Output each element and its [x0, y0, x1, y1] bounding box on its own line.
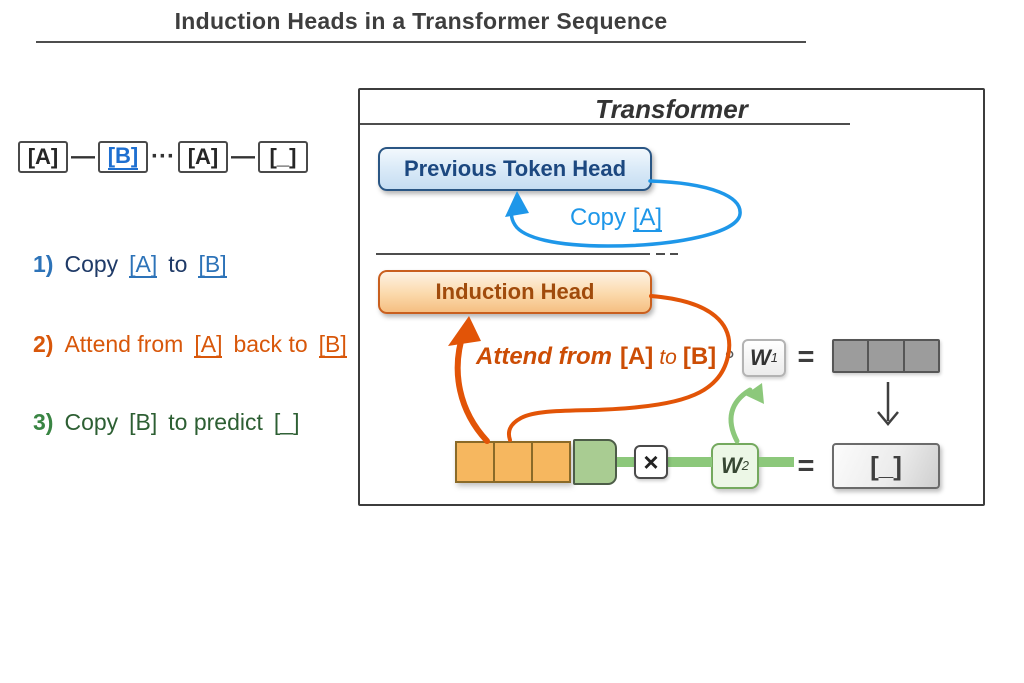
- step-token: [B]: [198, 251, 227, 279]
- token-separator-dash2: —: [230, 143, 255, 170]
- token-sequence: [A] — [B] ··· [A] — [_]: [18, 141, 308, 173]
- embedding-cell-orange: [531, 441, 571, 483]
- page-title: Induction Heads in a Transformer Sequenc…: [174, 8, 668, 34]
- induction-head-label: Induction Head: [435, 279, 595, 304]
- divider-dash: [670, 253, 678, 255]
- step-number: 1): [33, 251, 54, 277]
- transformer-title: Transformer: [595, 94, 748, 124]
- previous-token-head-box: Previous Token Head: [378, 147, 652, 191]
- multiply-connector: [759, 457, 794, 467]
- attend-token-b: [B]: [682, 343, 717, 370]
- step-number: 3): [33, 409, 54, 435]
- step-text: Attend from: [64, 331, 184, 357]
- step-text: to predict: [168, 409, 263, 435]
- multiply-connector: [668, 457, 712, 467]
- attend-text: Attend from: [476, 343, 612, 370]
- attend-label: Attend from [A]to[B]: [476, 343, 716, 371]
- step-text: Copy: [64, 251, 119, 277]
- copy-a-text: Copy: [570, 204, 627, 231]
- gray-vector: [832, 339, 940, 373]
- token-box-a1: [A]: [18, 141, 68, 173]
- token-box-a2: [A]: [177, 141, 228, 173]
- attend-token-a: [A]: [619, 343, 654, 370]
- step-token: [A]: [129, 251, 158, 279]
- equals-sign-top: =: [797, 341, 815, 373]
- embedding-cell-orange: [455, 441, 495, 483]
- vector-cell: [867, 341, 903, 371]
- vector-cell: [834, 341, 868, 371]
- token-b-label: [B]: [107, 143, 139, 170]
- embedding-cell-green: [573, 439, 617, 485]
- step-text: Copy: [64, 409, 119, 435]
- title-underline: [36, 41, 806, 43]
- step-token: [B]: [129, 409, 158, 435]
- step-token: [A]: [194, 331, 223, 359]
- step-item-2: 2) Attend from [A] back to [B]: [33, 331, 358, 359]
- token-box-blank: [_]: [257, 141, 308, 173]
- step-item-1: 1) Copy [A] to [B]: [33, 251, 238, 279]
- previous-token-head-label: Previous Token Head: [403, 156, 627, 181]
- token-separator-dash1: —: [71, 143, 95, 170]
- induction-head-box: Induction Head: [378, 270, 652, 314]
- copy-a-token: [A]: [632, 204, 663, 233]
- compose-operator: ∘: [722, 341, 738, 368]
- transformer-title-underline: [360, 123, 850, 125]
- divider-dash: [656, 253, 665, 255]
- equals-sign-bottom: =: [797, 450, 815, 482]
- blank-token-label: [_]: [870, 450, 902, 481]
- attend-text-to: to: [659, 346, 677, 369]
- step-token: [_]: [273, 409, 300, 435]
- step-number: 2): [33, 331, 54, 357]
- step-text: back to: [233, 331, 308, 357]
- embedding-cell-orange: [493, 441, 533, 483]
- blank-token-box: [_]: [832, 443, 940, 489]
- multiply-connector: [615, 457, 635, 467]
- token-embedding-row: [455, 441, 571, 483]
- step-item-3: 3) Copy [B] to predict [_]: [33, 409, 310, 436]
- token-box-b: [B]: [98, 141, 148, 173]
- copy-a-label: Copy [A]: [570, 204, 663, 233]
- transformer-panel: Transformer Previous Token Head Copy [A]…: [358, 88, 985, 506]
- vector-cell: [902, 341, 938, 371]
- step-text: to: [168, 251, 188, 277]
- w2-label: W: [721, 453, 742, 478]
- token-separator-ellipsis: ···: [151, 143, 175, 170]
- w1-label: W: [750, 345, 771, 370]
- section-divider: [376, 253, 650, 255]
- times-box: ×: [634, 445, 668, 479]
- step-token: [B]: [318, 331, 347, 359]
